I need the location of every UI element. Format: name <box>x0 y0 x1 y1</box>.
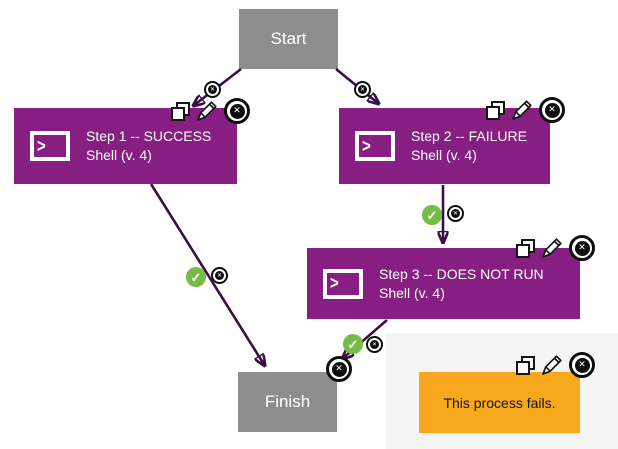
edge-start-step2-delete-button[interactable]: ✕ <box>354 81 371 98</box>
prompt-glyph: > <box>362 135 371 157</box>
check-icon: ✓ <box>190 269 202 285</box>
edge-step1-to-finish <box>149 183 265 366</box>
check-icon: ✓ <box>347 336 359 352</box>
step2-subtitle: Shell (v. 4) <box>411 147 477 163</box>
note-delete-button[interactable]: ✕ <box>569 352 595 378</box>
step1-node[interactable]: > Step 1 -- SUCCESS Shell (v. 4) <box>14 108 237 184</box>
step1-subtitle: Shell (v. 4) <box>86 147 152 163</box>
note-toolbar: ✕ <box>516 352 595 378</box>
prompt-glyph: > <box>330 272 339 295</box>
step3-delete-button[interactable]: ✕ <box>569 235 595 261</box>
step2-copy-icon[interactable] <box>486 101 505 120</box>
edge-step2-step3-delete-button[interactable]: ✕ <box>447 205 464 222</box>
note-edit-icon[interactable] <box>540 353 564 377</box>
finish-node[interactable]: Finish <box>238 372 337 432</box>
x-icon: ✕ <box>215 271 224 280</box>
step2-delete-button[interactable]: ✕ <box>539 97 565 123</box>
step1-edit-icon[interactable] <box>195 99 219 123</box>
step3-copy-icon[interactable] <box>516 239 535 258</box>
step2-node[interactable]: > Step 2 -- FAILURE Shell (v. 4) <box>339 108 550 184</box>
prompt-glyph: > <box>37 135 46 157</box>
finish-node-label: Finish <box>264 392 311 411</box>
step3-subtitle: Shell (v. 4) <box>379 284 445 301</box>
step3-edit-icon[interactable] <box>540 236 564 260</box>
check-icon: ✓ <box>426 207 438 223</box>
step3-node[interactable]: > Step 3 -- DOES NOT RUN Shell (v. 4) <box>307 248 580 319</box>
step1-title: Step 1 -- SUCCESS <box>86 128 212 144</box>
step1-toolbar: ✕ <box>171 98 250 124</box>
x-icon: ✕ <box>574 357 590 373</box>
step3-toolbar: ✕ <box>516 235 595 261</box>
x-icon: ✕ <box>208 85 217 94</box>
x-icon: ✕ <box>451 209 460 218</box>
step1-delete-button[interactable]: ✕ <box>224 98 250 124</box>
step3-title: Step 3 -- DOES NOT RUN <box>379 265 544 282</box>
x-icon: ✕ <box>229 103 245 119</box>
edge-step2-step3-success-badge[interactable]: ✓ <box>422 205 442 225</box>
x-icon: ✕ <box>358 85 367 94</box>
edge-step3-finish-delete-button[interactable]: ✕ <box>366 336 383 353</box>
start-node-label: Start <box>270 29 307 48</box>
step1-copy-icon[interactable] <box>171 102 190 121</box>
shell-terminal-icon: > <box>323 268 363 299</box>
step2-title: Step 2 -- FAILURE <box>411 128 527 144</box>
edge-step3-finish-success-badge[interactable]: ✓ <box>343 334 363 354</box>
x-icon: ✕ <box>574 240 590 256</box>
step2-toolbar: ✕ <box>486 97 565 123</box>
note-text: This process fails. <box>443 394 556 411</box>
edge-step1-finish-success-badge[interactable]: ✓ <box>186 267 206 287</box>
finish-delete-button[interactable]: ✕ <box>326 356 352 382</box>
x-icon: ✕ <box>331 361 347 377</box>
note-node[interactable]: This process fails. <box>419 372 580 433</box>
step2-edit-icon[interactable] <box>510 98 534 122</box>
start-node[interactable]: Start <box>239 9 338 69</box>
note-copy-icon[interactable] <box>516 356 535 375</box>
edge-step1-finish-delete-button[interactable]: ✕ <box>211 267 228 284</box>
shell-terminal-icon: > <box>355 131 395 161</box>
x-icon: ✕ <box>370 340 379 349</box>
shell-terminal-icon: > <box>30 131 70 161</box>
x-icon: ✕ <box>544 102 560 118</box>
edge-start-step1-delete-button[interactable]: ✕ <box>204 81 221 98</box>
